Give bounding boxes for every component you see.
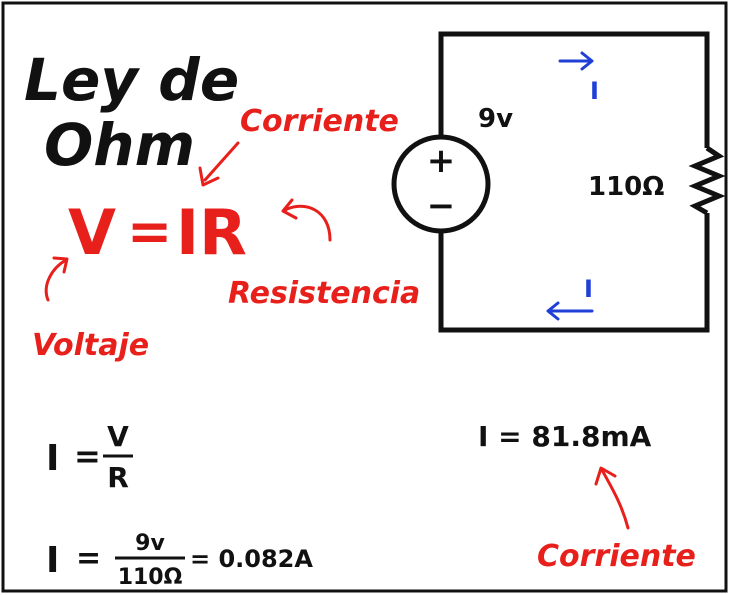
circuit: + − 9v 110Ω I I [391,31,726,333]
eq2-equals: = [76,541,101,576]
result-text: I = 81.8mA [478,420,652,453]
title-line-2: Ohm [44,111,195,179]
eq1-numerator: V [107,420,129,453]
eq1-denominator: R [107,461,129,494]
current-arrow-bottom [546,301,594,321]
eq2-numerator: 9v [135,531,165,556]
arrow-resistencia-to-r-head [281,198,298,220]
arrow-corriente-bottom [600,468,630,530]
eq2-result: = 0.082A [190,545,313,573]
arrow-voltaje-to-v [44,258,68,302]
current-label-bottom: I [584,275,593,303]
source-plus-sign: + [427,141,456,181]
arrow-voltaje-to-v-head [52,256,69,274]
source-voltage-label: 9v [478,104,513,134]
eq2-denominator: 110Ω [118,565,183,590]
source-minus-sign: − [427,186,456,226]
arrow-resistencia-to-r [283,204,332,242]
current-arrow-top [558,51,594,71]
label-corriente-top: Corriente [240,104,399,139]
formula-ir: IR [176,196,247,269]
resistance-label: 110Ω [588,172,664,202]
arrow-corriente-to-i-head [198,166,220,187]
title-line-1: Ley de [24,46,239,114]
eq2-i: I [46,540,59,581]
label-resistencia: Resistencia [228,276,420,311]
eq1-equals: = [74,437,101,475]
eq1-i: I [46,438,59,479]
formula-v: V [68,196,116,269]
label-corriente-bottom: Corriente [537,539,696,574]
formula-equals: = [127,200,172,263]
arrow-corriente-to-i [203,141,240,182]
label-voltaje: Voltaje [32,328,149,363]
arrow-corriente-bottom-head [594,466,617,486]
resistor-symbol [688,145,726,216]
voltage-source-symbol [391,134,491,234]
circuit-wire-loop [438,31,710,333]
current-label-top: I [590,77,599,105]
